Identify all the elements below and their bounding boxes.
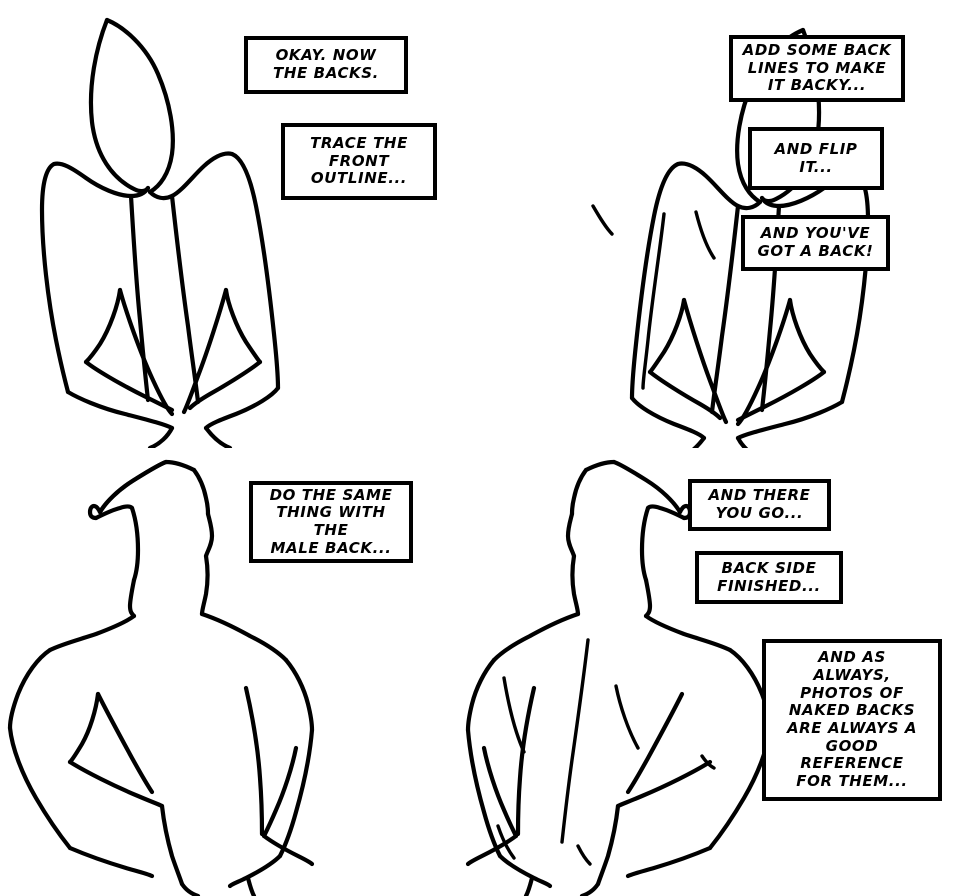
caption-trace-the-front-outline: TRACE THE FRONT OUTLINE...: [281, 123, 437, 200]
caption-and-as-always: AND AS ALWAYS, PHOTOS OF NAKED BACKS ARE…: [762, 639, 942, 801]
caption-add-some-back-lines: ADD SOME BACK LINES TO MAKE IT BACKY...: [729, 35, 905, 102]
caption-text: ADD SOME BACK LINES TO MAKE IT BACKY...: [742, 40, 892, 95]
caption-and-youve-got-a-back: AND YOU'VE GOT A BACK!: [741, 215, 890, 271]
caption-do-the-same-thing: DO THE SAME THING WITH THE MALE BACK...: [249, 481, 413, 563]
caption-back-side-finished: BACK SIDE FINISHED...: [695, 551, 843, 604]
male-outline-drawing: [0, 448, 470, 896]
panel-male-back-outline: DO THE SAME THING WITH THE MALE BACK...: [0, 448, 470, 896]
caption-and-there-you-go: AND THERE YOU GO...: [688, 479, 831, 531]
caption-text: AND FLIP IT...: [774, 139, 858, 176]
caption-okay-now-the-backs: OKAY. NOW THE BACKS.: [244, 36, 408, 94]
caption-text: DO THE SAME THING WITH THE MALE BACK...: [269, 485, 393, 557]
caption-text: AND THERE YOU GO...: [708, 486, 811, 522]
caption-text: TRACE THE FRONT OUTLINE...: [310, 133, 408, 188]
male-back-lines-drawing: [440, 448, 960, 896]
caption-and-flip-it: AND FLIP IT...: [748, 127, 884, 190]
panel-male-back-with-lines: AND THERE YOU GO... BACK SIDE FINISHED..…: [440, 448, 960, 896]
panel-female-back-outline: OKAY. NOW THE BACKS. TRACE THE FRONT OUT…: [0, 0, 470, 448]
caption-text: BACK SIDE FINISHED...: [717, 558, 821, 595]
female-outline-drawing: [0, 0, 470, 448]
panel-female-back-with-lines: ADD SOME BACK LINES TO MAKE IT BACKY... …: [480, 0, 960, 448]
caption-text: OKAY. NOW THE BACKS.: [273, 46, 379, 82]
caption-text: AND AS ALWAYS, PHOTOS OF NAKED BACKS ARE…: [786, 648, 918, 791]
caption-text: AND YOU'VE GOT A BACK!: [757, 224, 874, 260]
